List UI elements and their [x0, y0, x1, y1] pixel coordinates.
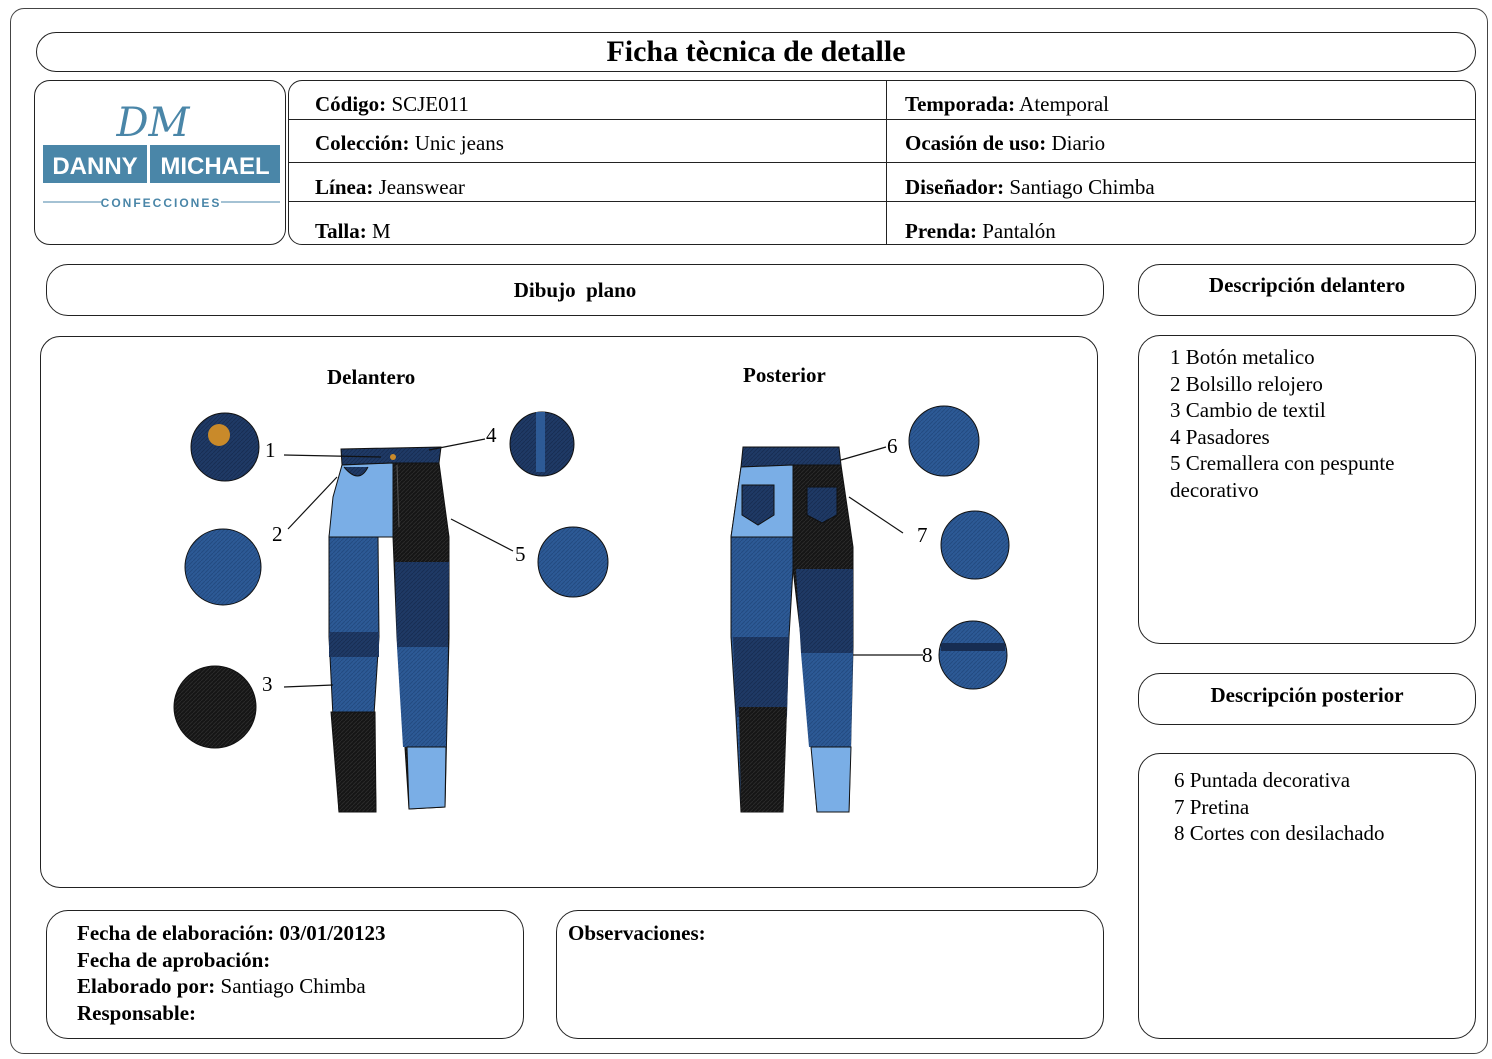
back-description-list: 6 Puntada decorativa 7 Pretina 8 Cortes …	[1174, 767, 1385, 847]
callout-2: 2	[272, 522, 283, 546]
front-description-item: 2 Bolsillo relojero	[1170, 371, 1323, 396]
fecha-aprobacion-field: Fecha de aprobación:	[77, 947, 271, 972]
logo-brand-second: MICHAEL	[160, 153, 269, 180]
back-description-header-text: Descripción posterior	[1210, 683, 1404, 707]
info-row-2	[289, 119, 1475, 163]
disenador-field: Diseñador: Santiago Chimba	[905, 175, 1155, 199]
page-title: Ficha tècnica de detalle	[36, 32, 1476, 72]
info-table: Código: SCJE011 Temporada: Atemporal Col…	[288, 80, 1476, 245]
front-description-header: Descripción delantero	[1138, 264, 1476, 316]
coleccion-field: Colección: Unic jeans	[315, 131, 504, 155]
logo-block-right	[150, 145, 280, 183]
callout-3: 3	[262, 672, 273, 696]
elaborado-por-field: Elaborado por: Santiago Chimba	[77, 974, 366, 998]
detail-circle-8	[938, 620, 1008, 690]
logo-block-left	[43, 145, 147, 183]
callout-7: 7	[917, 523, 928, 547]
detail-circle-6	[908, 405, 980, 477]
logo-box: DM DANNY MICHAEL CONFECCIONES	[34, 80, 286, 245]
ocasion-field: Ocasión de uso: Diario	[905, 131, 1106, 155]
logo-brand-first: DANNY	[52, 153, 137, 180]
detail-circle-1	[190, 412, 260, 482]
fecha-elaboracion-field: Fecha de elaboración: 03/01/20123	[77, 921, 386, 945]
front-description-item: 1 Botón metalico	[1170, 345, 1315, 369]
flat-drawing-panel: Delantero Posterior	[40, 336, 1098, 888]
back-description-panel: 6 Puntada decorativa 7 Pretina 8 Cortes …	[1138, 753, 1476, 1039]
detail-circle-5	[537, 526, 609, 598]
back-description-item: 6 Puntada decorativa	[1174, 768, 1351, 792]
back-description-item: 7 Pretina	[1174, 794, 1250, 819]
drawing-header-text: Dibujo plano	[513, 278, 637, 302]
callout-6: 6	[887, 434, 898, 458]
observations-label: Observaciones:	[568, 921, 706, 945]
prenda-field: Prenda: Pantalón	[905, 219, 1056, 243]
linea-field: Línea: Jeanswear	[315, 175, 465, 199]
logo-monogram: DM	[115, 100, 190, 146]
codigo-field: Código: SCJE011	[315, 92, 469, 116]
front-description-item: 5 Cremallera con pespunte	[1170, 451, 1395, 475]
page-frame	[10, 8, 1488, 1054]
front-view-label: Delantero	[327, 365, 416, 389]
approval-fields: Fecha de elaboración: 03/01/20123 Fecha …	[77, 920, 386, 1026]
callout-5: 5	[515, 542, 526, 566]
back-description-header: Descripción posterior	[1138, 673, 1476, 725]
front-description-item: 3 Cambio de textil	[1170, 398, 1326, 422]
drawing-header: Dibujo plano	[46, 264, 1104, 316]
detail-circle-4	[509, 411, 575, 477]
approval-panel: Fecha de elaboración: 03/01/20123 Fecha …	[46, 910, 524, 1039]
brand-logo: DM DANNY MICHAEL CONFECCIONES	[43, 100, 280, 210]
logo-tagline: CONFECCIONES	[101, 196, 222, 210]
front-description-item: 4 Pasadores	[1170, 424, 1270, 449]
temporada-field: Temporada: Atemporal	[905, 92, 1109, 116]
back-jeans	[730, 446, 854, 813]
front-description-panel: 1 Botón metalico 2 Bolsillo relojero 3 C…	[1138, 335, 1476, 644]
detail-circle-3	[173, 665, 257, 749]
front-description-item: decorativo	[1170, 477, 1259, 502]
back-view-label: Posterior	[743, 363, 826, 387]
info-row-3	[289, 162, 1475, 202]
back-description-item: 8 Cortes con desilachado	[1174, 821, 1385, 845]
title-text: Ficha tècnica de detalle	[606, 35, 906, 68]
info-column-divider	[886, 81, 887, 244]
callout-4: 4	[486, 423, 497, 447]
front-jeans	[328, 446, 450, 813]
talla-field: Talla: M	[315, 219, 391, 243]
observations-panel: Observaciones:	[556, 910, 1104, 1039]
callout-8: 8	[922, 643, 933, 667]
leader-lines	[283, 438, 923, 688]
detail-circle-2	[184, 528, 262, 606]
front-description-list: 1 Botón metalico 2 Bolsillo relojero 3 C…	[1170, 344, 1395, 503]
front-description-header-text: Descripción delantero	[1208, 273, 1406, 297]
responsable-field: Responsable:	[77, 1000, 197, 1025]
jeans-illustration	[173, 405, 1010, 813]
detail-circle-7	[940, 510, 1010, 580]
info-row-1	[289, 81, 1475, 120]
callout-1: 1	[265, 438, 276, 462]
